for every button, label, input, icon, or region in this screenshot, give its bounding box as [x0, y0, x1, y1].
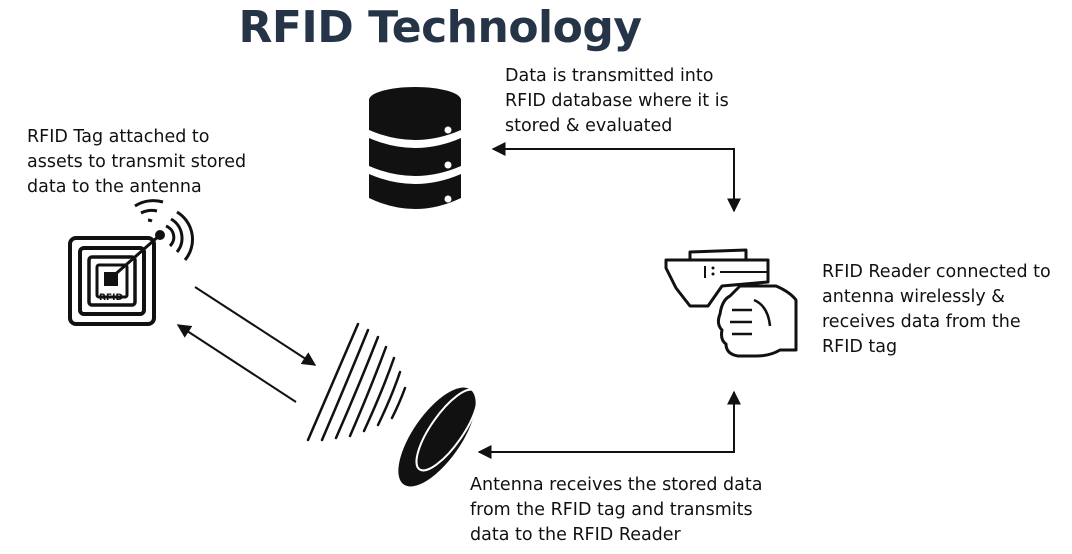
- tag-chip-label: RFID: [99, 293, 123, 303]
- antenna-waves: [306, 322, 407, 442]
- antenna-caption-line: from the RFID tag and transmits: [470, 500, 753, 520]
- database-caption-line: Data is transmitted into: [505, 66, 714, 86]
- rfid-tag-icon: [68, 199, 194, 326]
- antenna-caption-line: data to the RFID Reader: [470, 525, 681, 545]
- tag-caption-line: data to the antenna: [27, 177, 202, 197]
- reader-to-database-arrow: [491, 142, 741, 213]
- rfid-reader-icon: [664, 248, 798, 358]
- reader-caption-line: RFID Reader connected to: [822, 262, 1051, 282]
- tag-caption-line: assets to transmit stored: [27, 152, 247, 172]
- database-icon: [369, 87, 461, 209]
- tag-caption-line: RFID Tag attached to: [27, 127, 210, 147]
- reader-caption-line: RFID tag: [822, 337, 898, 357]
- database-caption: Data is transmitted into RFID database w…: [505, 64, 729, 139]
- antenna-caption: Antenna receives the stored data from th…: [470, 473, 762, 548]
- page-title: RFID Technology: [238, 2, 642, 53]
- reader-caption-line: antenna wirelessly &: [822, 287, 1005, 307]
- antenna-to-reader-arrow: [477, 390, 741, 459]
- antenna-caption-line: Antenna receives the stored data: [470, 475, 763, 495]
- reader-caption-line: receives data from the: [822, 312, 1021, 332]
- tag-to-antenna-arrows: [176, 286, 317, 403]
- tag-caption: RFID Tag attached to assets to transmit …: [27, 125, 246, 200]
- database-caption-line: RFID database where it is: [505, 91, 729, 111]
- database-caption-line: stored & evaluated: [505, 116, 673, 136]
- reader-caption: RFID Reader connected to antenna wireles…: [822, 260, 1051, 360]
- antenna-icon: [398, 387, 479, 487]
